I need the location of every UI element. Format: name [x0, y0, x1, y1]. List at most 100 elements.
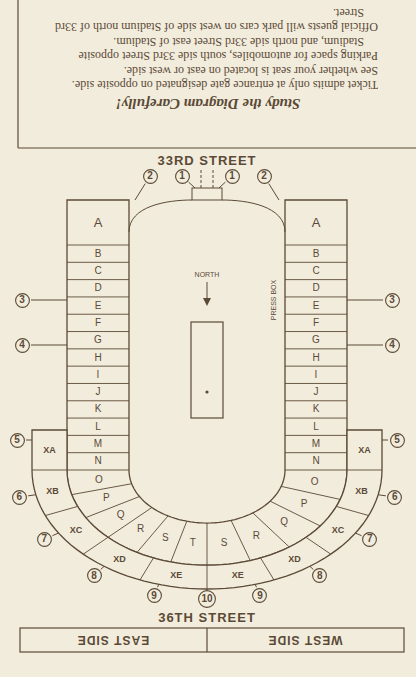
- gate-tunnel: [310, 566, 313, 569]
- section-divider: [285, 279, 347, 280]
- section-letter: S: [162, 533, 169, 543]
- gate-ring: [253, 589, 267, 603]
- section-divider: [306, 537, 331, 554]
- gate-number: 8: [317, 571, 323, 581]
- gate-tunnel: [382, 440, 388, 441]
- section-letter: N: [312, 456, 319, 466]
- gate-number: 1: [179, 171, 185, 181]
- section-divider: [67, 262, 129, 263]
- notes-panel: Study the Diagram Carefully!Ticket admit…: [38, 6, 378, 112]
- instruction-note: Parking space for automobiles, south sid…: [38, 35, 378, 64]
- ring-section: XD: [288, 555, 301, 564]
- gate-tunnel: [347, 300, 383, 301]
- section-divider: [347, 470, 382, 471]
- gate-ring: [388, 490, 402, 504]
- gate-number: 4: [19, 340, 25, 350]
- section-divider: [140, 558, 153, 580]
- section-divider: [207, 523, 208, 589]
- gate-tunnel: [26, 440, 32, 441]
- section-letter: T: [190, 538, 196, 548]
- section-letter: Q: [280, 517, 288, 527]
- gate-circle: 7: [362, 532, 377, 547]
- gate-tunnel: [219, 182, 225, 188]
- gate-circle: 6: [12, 490, 27, 505]
- section-divider: [67, 348, 129, 349]
- section-letter: H: [94, 353, 101, 363]
- section-letter: O: [95, 475, 103, 485]
- side-divider: [206, 628, 207, 652]
- section-divider: [67, 296, 129, 297]
- gate-circle: 8: [312, 568, 327, 583]
- section-letter: L: [313, 422, 319, 432]
- section-letter: I: [315, 370, 318, 380]
- gate-circle: 5: [390, 433, 405, 448]
- section-divider: [285, 366, 347, 367]
- ring-section: XD: [113, 555, 126, 564]
- section-letter: E: [95, 301, 102, 311]
- street-name: 33RD STREET: [157, 154, 256, 167]
- section-letter: R: [137, 524, 144, 534]
- section-letter: B: [313, 249, 320, 259]
- section-divider: [261, 558, 274, 580]
- gate-number: 9: [257, 591, 263, 601]
- gate-number: 7: [367, 534, 373, 544]
- entrance-structure: [192, 188, 222, 200]
- gate-ring: [15, 293, 29, 307]
- section-letter: I: [97, 370, 100, 380]
- gate-circle: 5: [10, 433, 25, 448]
- section-letter: P: [103, 493, 110, 503]
- section-divider: [285, 245, 347, 246]
- gate-number: 4: [389, 340, 395, 350]
- section-letter: R: [253, 531, 260, 541]
- section-letter: Q: [117, 510, 125, 520]
- section-divider: [67, 331, 129, 332]
- ring-section: XC: [332, 525, 345, 534]
- gate-circle: 9: [252, 588, 267, 603]
- section-letter: J: [314, 387, 319, 397]
- gate-tunnel: [189, 182, 195, 188]
- gate-ring: [10, 433, 24, 447]
- section-letter: F: [95, 318, 101, 328]
- section-divider: [285, 348, 347, 349]
- seating-band: [67, 200, 347, 565]
- gate-tunnel: [207, 589, 208, 590]
- section-divider: [253, 513, 289, 547]
- section-divider: [67, 383, 129, 384]
- section-letter: F: [313, 318, 319, 328]
- gate-number: 2: [261, 171, 267, 181]
- section-divider: [285, 418, 347, 419]
- gate-ring: [87, 569, 101, 583]
- gate-ring: [147, 589, 161, 603]
- gate-ring: [385, 338, 399, 352]
- north-arrow: [207, 282, 208, 300]
- entrance-path: [201, 170, 202, 188]
- gate-number: 8: [91, 571, 97, 581]
- gate-number: 7: [41, 534, 47, 544]
- section-divider: [67, 418, 129, 419]
- gate-ring: [313, 569, 327, 583]
- ring-section: XA: [43, 446, 56, 455]
- section-divider: [83, 537, 108, 554]
- section-letter: G: [94, 335, 102, 345]
- section-letter: C: [94, 266, 101, 276]
- gate-circle: 3: [15, 293, 30, 308]
- section-letter: D: [312, 283, 319, 293]
- section-divider: [285, 331, 347, 332]
- ring-section: XE: [232, 571, 244, 580]
- gate-tunnel: [355, 533, 361, 536]
- section-divider: [270, 501, 320, 526]
- section-letter: C: [312, 266, 319, 276]
- gate-tunnel: [52, 533, 58, 536]
- gate-number: 5: [14, 435, 20, 445]
- gate-circle: 8: [87, 568, 102, 583]
- section-divider: [285, 452, 347, 453]
- section-letter: S: [221, 538, 228, 548]
- section-divider: [231, 520, 250, 560]
- field-center: [205, 390, 208, 393]
- gate-tunnel: [255, 584, 256, 587]
- gate-circle: 10: [198, 590, 216, 608]
- gate-tunnel: [158, 584, 159, 587]
- street-name: 36TH STREET: [158, 611, 256, 624]
- compass-label: NORTH: [195, 271, 220, 278]
- ring-section: XC: [70, 525, 83, 534]
